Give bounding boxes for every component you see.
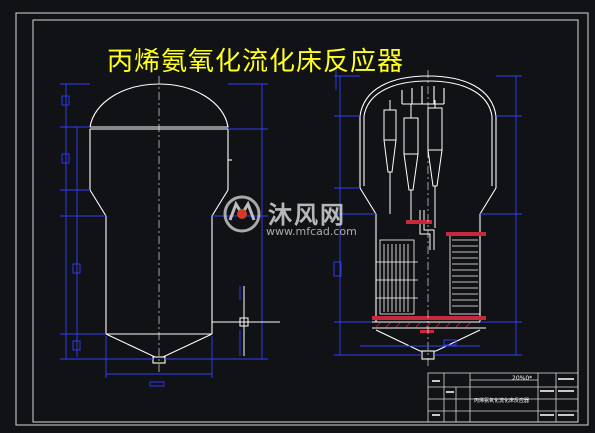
drawing-frame — [15, 12, 589, 426]
right-dimensions — [333, 68, 522, 356]
title-block — [427, 372, 579, 423]
cooling-coil-bundles — [376, 233, 481, 315]
distribution-grid — [372, 220, 486, 333]
title-block-label: 20%0* — [512, 375, 533, 382]
title-block-drawing-name: 丙烯氨氧化流化床反应器 — [474, 398, 530, 404]
section-hatching — [375, 322, 471, 328]
reactor-outline-view — [89, 83, 232, 364]
mfcad-logo-icon — [223, 195, 261, 233]
left-dimensions — [60, 83, 268, 387]
watermark-text: 沐风网 — [268, 201, 346, 229]
crosshair-cursor-icon — [212, 286, 280, 356]
cyclone-separators — [383, 100, 443, 250]
title-block-marks — [432, 378, 574, 416]
watermark-url: www.mfcad.com — [266, 225, 357, 238]
drawing-title: 丙烯氨氧化流化床反应器 — [107, 47, 405, 77]
